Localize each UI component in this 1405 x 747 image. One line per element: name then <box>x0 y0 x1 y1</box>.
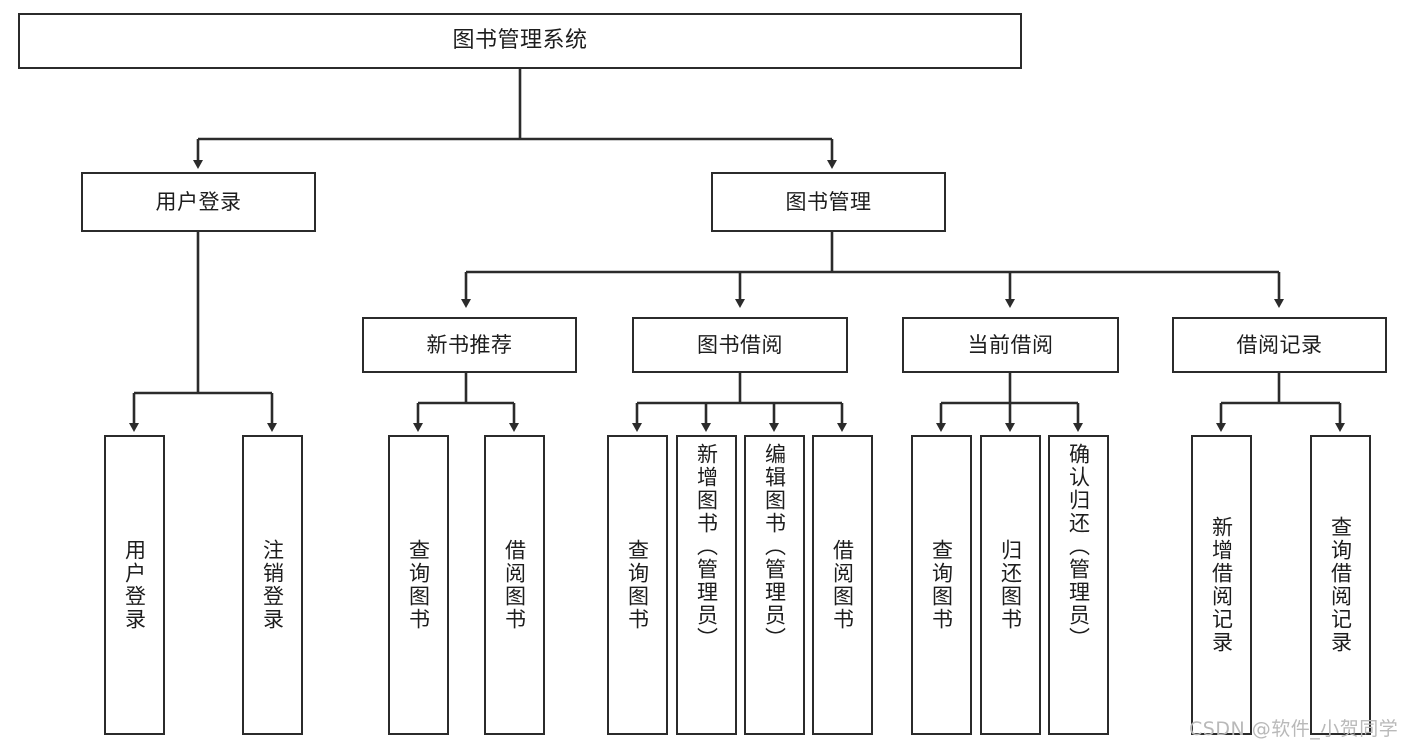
leaf-current-return-books[interactable]: 归还图书 <box>980 435 1041 735</box>
leaf-borrow-edit-book-admin[interactable]: 编辑图书（管理员） <box>744 435 805 735</box>
node-book-borrow[interactable]: 图书借阅 <box>632 317 848 373</box>
node-label: 确认归还（管理员） <box>1066 443 1091 650</box>
node-label: 图书借阅 <box>697 332 783 357</box>
node-label: 当前借阅 <box>967 332 1054 357</box>
node-new-book-recommend[interactable]: 新书推荐 <box>362 317 577 373</box>
node-label: 查询图书 <box>625 539 650 631</box>
node-label: 借阅记录 <box>1236 332 1323 357</box>
node-label: 新增借阅记录 <box>1209 516 1234 654</box>
leaf-current-query-books[interactable]: 查询图书 <box>911 435 972 735</box>
node-label: 新书推荐 <box>426 332 513 357</box>
leaf-records-query-record[interactable]: 查询借阅记录 <box>1310 435 1371 735</box>
node-current-borrow[interactable]: 当前借阅 <box>902 317 1119 373</box>
node-label: 新增图书（管理员） <box>694 443 719 650</box>
node-label: 查询图书 <box>929 539 954 631</box>
node-borrow-records[interactable]: 借阅记录 <box>1172 317 1387 373</box>
leaf-newbook-query-books[interactable]: 查询图书 <box>388 435 449 735</box>
node-label: 用户登录 <box>122 539 147 631</box>
leaf-borrow-add-book-admin[interactable]: 新增图书（管理员） <box>676 435 737 735</box>
leaf-newbook-borrow-books[interactable]: 借阅图书 <box>484 435 545 735</box>
node-label: 注销登录 <box>260 539 285 631</box>
leaf-logout[interactable]: 注销登录 <box>242 435 303 735</box>
node-label: 查询借阅记录 <box>1328 516 1353 654</box>
node-label: 归还图书 <box>998 539 1023 631</box>
leaf-records-add-record[interactable]: 新增借阅记录 <box>1191 435 1252 735</box>
node-label: 图书管理系统 <box>452 28 588 53</box>
csdn-watermark: CSDN @软件_小贺同学 <box>1189 718 1399 740</box>
node-label: 借阅图书 <box>830 539 855 631</box>
leaf-user-login[interactable]: 用户登录 <box>104 435 165 735</box>
node-user-login[interactable]: 用户登录 <box>81 172 316 232</box>
node-label: 查询图书 <box>406 539 431 631</box>
node-label: 用户登录 <box>155 189 242 214</box>
node-label: 编辑图书（管理员） <box>762 443 787 650</box>
node-root-library-system[interactable]: 图书管理系统 <box>18 13 1022 69</box>
leaf-current-confirm-return-admin[interactable]: 确认归还（管理员） <box>1048 435 1109 735</box>
leaf-borrow-query-books[interactable]: 查询图书 <box>607 435 668 735</box>
node-book-management[interactable]: 图书管理 <box>711 172 946 232</box>
leaf-borrow-borrow-books[interactable]: 借阅图书 <box>812 435 873 735</box>
node-label: 图书管理 <box>785 189 872 214</box>
node-label: 借阅图书 <box>502 539 527 631</box>
